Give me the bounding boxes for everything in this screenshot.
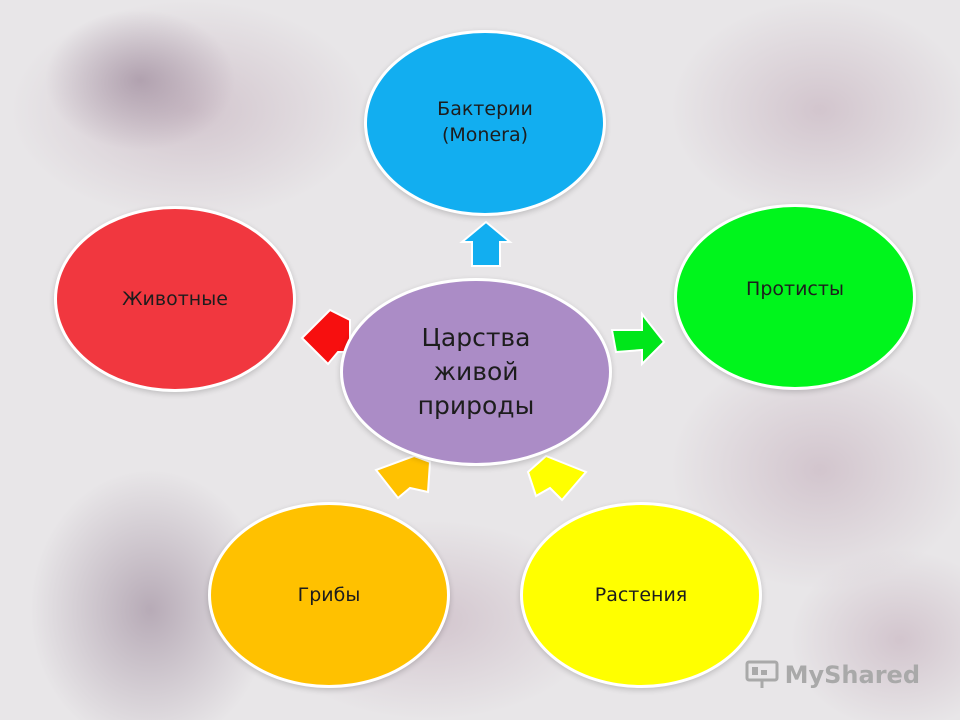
watermark-text: MyShared xyxy=(784,661,920,689)
fungi-label: Грибы xyxy=(297,584,361,606)
node-animals: Животные xyxy=(54,206,296,392)
protists-label: Протисты xyxy=(746,278,844,300)
center-label: Царства живой природы xyxy=(417,323,535,420)
node-bacteria: Бактерии (Monera) xyxy=(364,30,606,216)
node-protists: Протисты xyxy=(674,204,916,390)
plants-label: Растения xyxy=(594,584,688,606)
node-plants: Растения xyxy=(520,502,762,688)
watermark: MyShared xyxy=(745,660,920,690)
center-node: Царства живой природы xyxy=(340,278,612,466)
presentation-icon xyxy=(745,660,779,688)
bacteria-label: Бактерии (Monera) xyxy=(437,98,533,146)
animals-label: Животные xyxy=(122,288,228,310)
node-fungi: Грибы xyxy=(208,502,450,688)
